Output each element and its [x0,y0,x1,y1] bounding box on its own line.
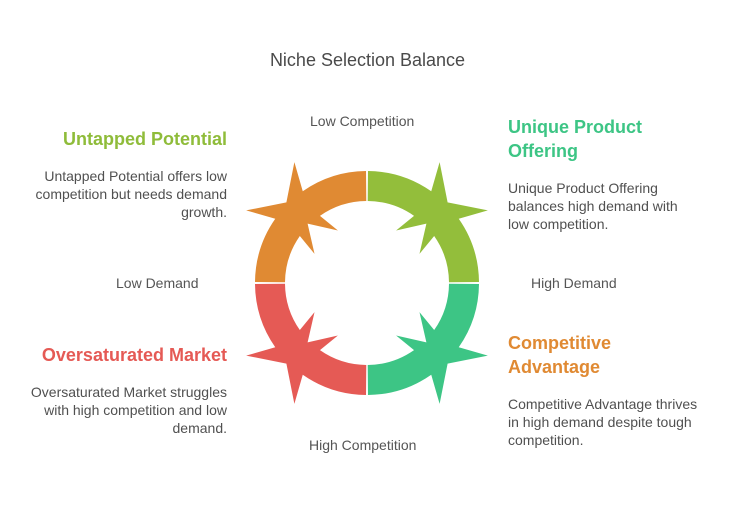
desc-oversaturated-market: Oversaturated Market struggles with high… [30,384,227,436]
axis-label-low-demand: Low Demand [116,275,199,291]
desc-unique-product-offering: Unique Product Offering balances high de… [508,180,678,232]
diagram-title: Niche Selection Balance [269,50,466,70]
axis-label-low-competition: Low Competition [310,113,415,129]
desc-untapped-potential: Untapped Potential offers low competitio… [35,168,227,220]
axis-label-high-competition: High Competition [309,437,417,453]
segment-competitive-advantage [367,283,488,404]
heading-untapped-potential: Untapped Potential [62,129,227,149]
heading-oversaturated-market: Oversaturated Market [41,345,227,365]
segment-untapped-potential [246,162,367,283]
heading-unique-product-offering: Unique Product Offering [508,117,642,161]
heading-competitive-advantage: Competitive Advantage [508,333,612,377]
segment-unique-product-offering [367,162,488,283]
segment-oversaturated-market [246,283,367,404]
axis-label-high-demand: High Demand [531,275,617,291]
desc-competitive-advantage: Competitive Advantage thrives in high de… [508,396,698,448]
